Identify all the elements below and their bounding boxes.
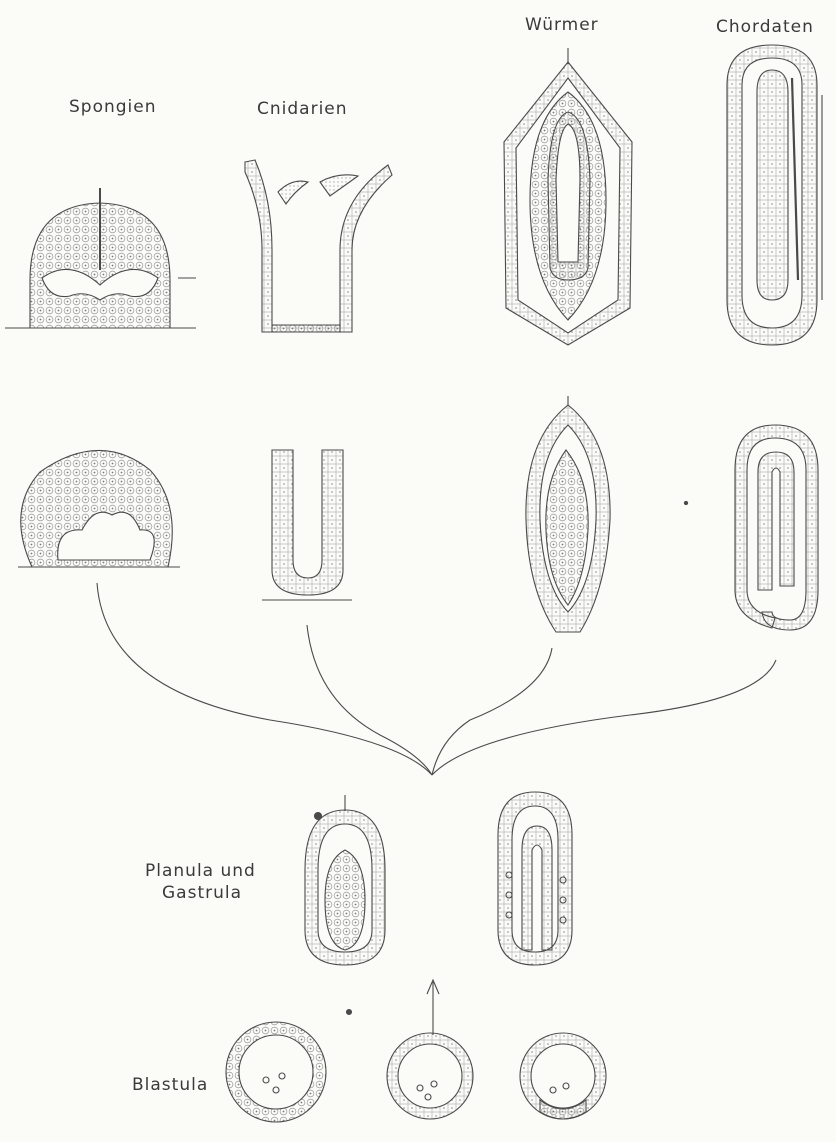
label-spongien: Spongien xyxy=(69,97,157,117)
chordaten-larva-figure xyxy=(684,425,818,630)
blastula-figure-3 xyxy=(520,1033,606,1119)
label-cnidarien: Cnidarien xyxy=(257,99,348,119)
label-wuermer: Würmer xyxy=(525,15,599,35)
blastula-figure-2 xyxy=(387,1033,473,1119)
planula-figure xyxy=(305,795,385,965)
wuermer-larva-figure xyxy=(526,396,610,632)
cnidarien-adult-figure xyxy=(245,160,392,332)
wuermer-adult-figure xyxy=(504,48,632,345)
chordaten-adult-figure xyxy=(727,45,822,345)
phylogeny-connector-lines xyxy=(97,583,776,775)
spongien-larva-figure xyxy=(18,450,180,567)
blastula-figure-1 xyxy=(226,1022,326,1122)
label-planula-line2: Gastrula xyxy=(162,883,242,903)
label-blastula: Blastula xyxy=(132,1075,208,1095)
gastrula-figure xyxy=(498,792,572,965)
label-chordaten: Chordaten xyxy=(716,17,814,37)
label-planula-line1: Planula und xyxy=(145,861,256,881)
arrow-up-icon xyxy=(427,980,439,1035)
cnidarien-larva-figure xyxy=(262,450,352,600)
spongien-adult-figure xyxy=(5,188,196,328)
